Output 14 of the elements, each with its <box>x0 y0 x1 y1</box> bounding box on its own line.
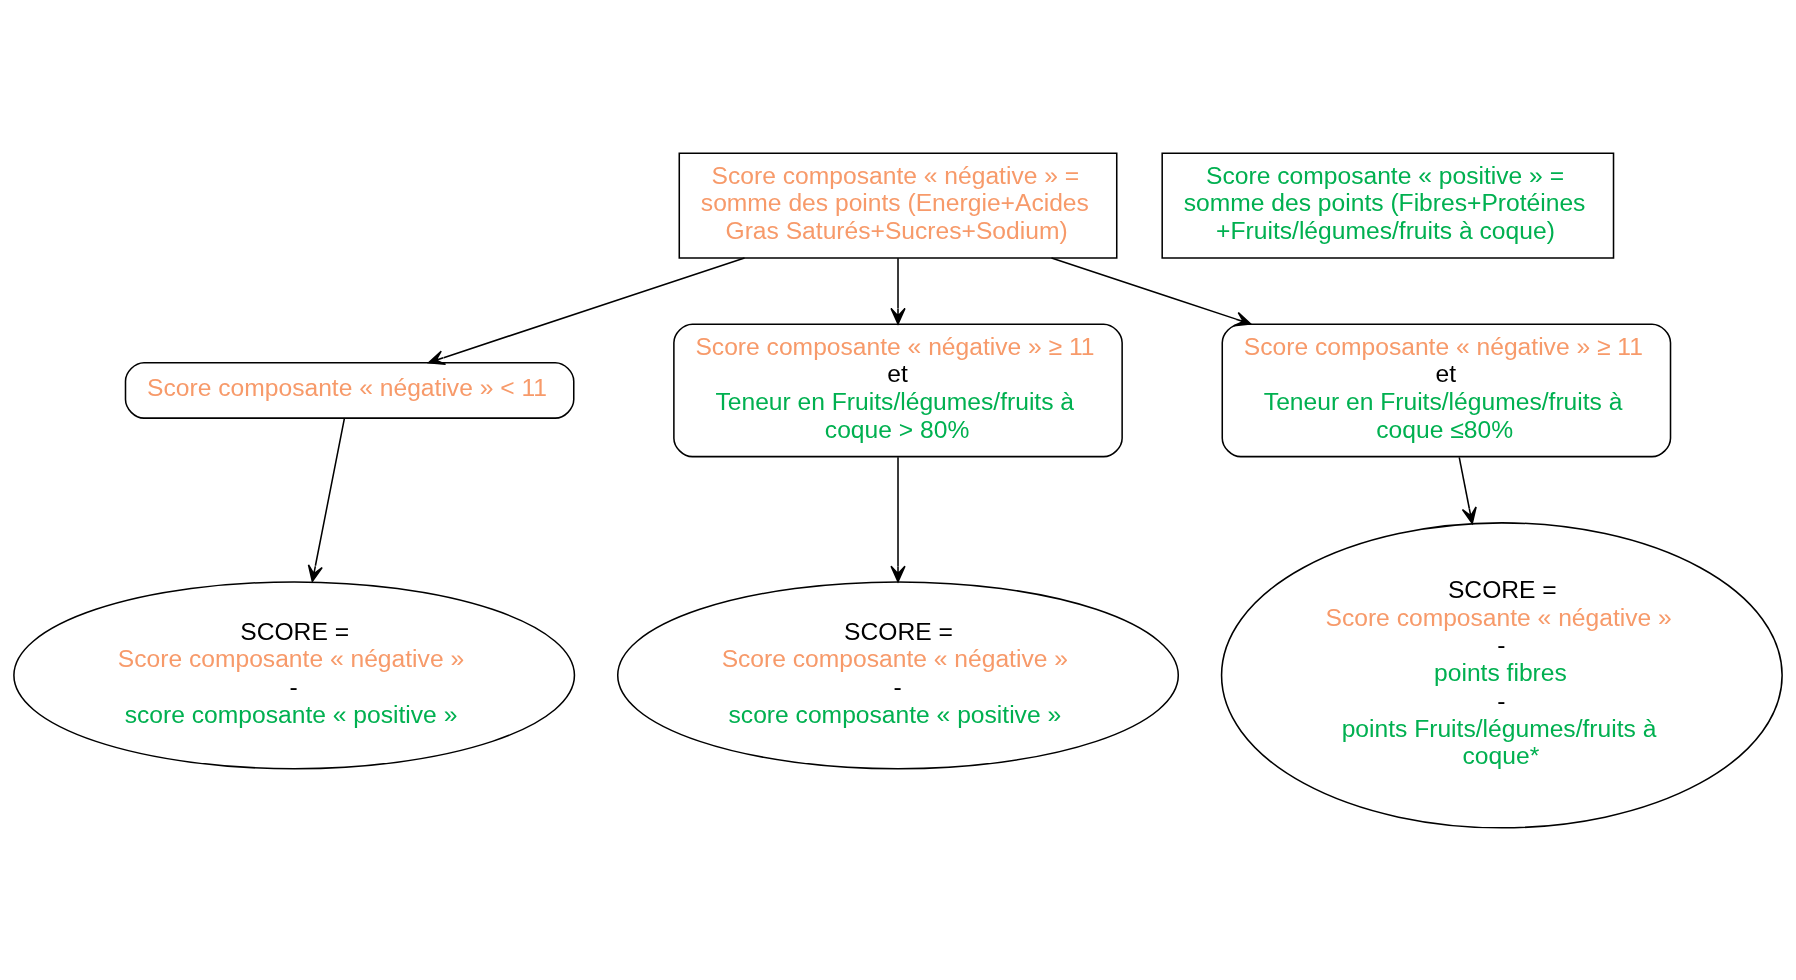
arrow <box>427 256 746 365</box>
node-box: Score composante « positive » = somme des points (Fibres+Protéines +Fruits/légumes/fruits à coque) <box>1161 151 1615 259</box>
node-box: Score composante « négative » ≥ 11 et Teneur en Fruits/légumes/fruits à coque ≤80% <box>1221 322 1672 457</box>
node-ellipse: SCORE = Score composante « négative » - score composante « positive » <box>616 580 1180 769</box>
node-box: Score composante « négative » < 11 <box>124 361 575 419</box>
node-ellipse: SCORE = Score composante « négative » - points fibres - points Fruits/légumes/fruits à coque* <box>1220 521 1783 829</box>
node-box: Score composante « négative » ≥ 11 et Teneur en Fruits/légumes/fruits à coque > 80% <box>673 322 1123 457</box>
arrow <box>890 456 906 582</box>
arrow <box>1458 456 1477 524</box>
node-ellipse: SCORE = Score composante « négative » - score composante « positive » <box>13 580 576 769</box>
node-box: Score composante « négative » = somme des points (Energie+Acides Gras Saturés+Sucres+Sodium) <box>678 151 1118 259</box>
arrow <box>307 417 346 582</box>
arrow <box>1050 256 1252 326</box>
arrow <box>890 256 906 325</box>
